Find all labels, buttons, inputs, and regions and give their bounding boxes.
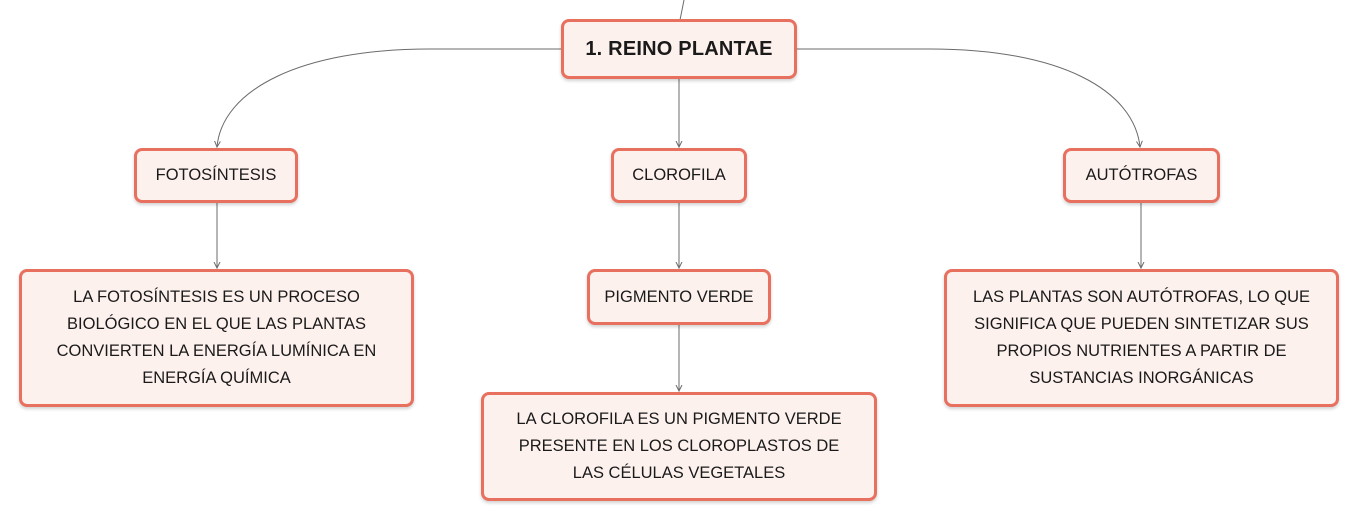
subtopic-pigmento-verde[interactable]: PIGMENTO VERDE <box>587 269 771 325</box>
topic-fotosintesis[interactable]: FOTOSÍNTESIS <box>134 148 298 203</box>
clorofila-description[interactable]: LA CLOROFILA ES UN PIGMENTO VERDE PRESEN… <box>481 392 877 501</box>
connector-root-fotosintesis <box>217 48 561 147</box>
autotrofas-description-text: LAS PLANTAS SON AUTÓTROFAS, LO QUE SIGNI… <box>972 288 1311 387</box>
root-topic-label: 1. REINO PLANTAE <box>585 37 773 60</box>
topic-clorofila[interactable]: CLOROFILA <box>611 148 747 203</box>
clorofila-description-text: LA CLOROFILA ES UN PIGMENTO VERDE PRESEN… <box>516 410 842 482</box>
connector-root-autotrofas <box>797 48 1140 147</box>
topic-autotrofas-label: AUTÓTROFAS <box>1085 166 1198 184</box>
topic-autotrofas[interactable]: AUTÓTROFAS <box>1063 148 1220 203</box>
root-topic[interactable]: 1. REINO PLANTAE <box>561 19 797 79</box>
fotosintesis-description-text: LA FOTOSÍNTESIS ES UN PROCESO BIOLÓGICO … <box>56 288 377 387</box>
topic-clorofila-label: CLOROFILA <box>632 166 726 184</box>
autotrofas-description[interactable]: LAS PLANTAS SON AUTÓTROFAS, LO QUE SIGNI… <box>944 269 1339 407</box>
parent-connector <box>679 0 685 21</box>
fotosintesis-description[interactable]: LA FOTOSÍNTESIS ES UN PROCESO BIOLÓGICO … <box>19 269 414 407</box>
subtopic-pigmento-verde-label: PIGMENTO VERDE <box>604 287 754 306</box>
topic-fotosintesis-label: FOTOSÍNTESIS <box>155 166 277 184</box>
